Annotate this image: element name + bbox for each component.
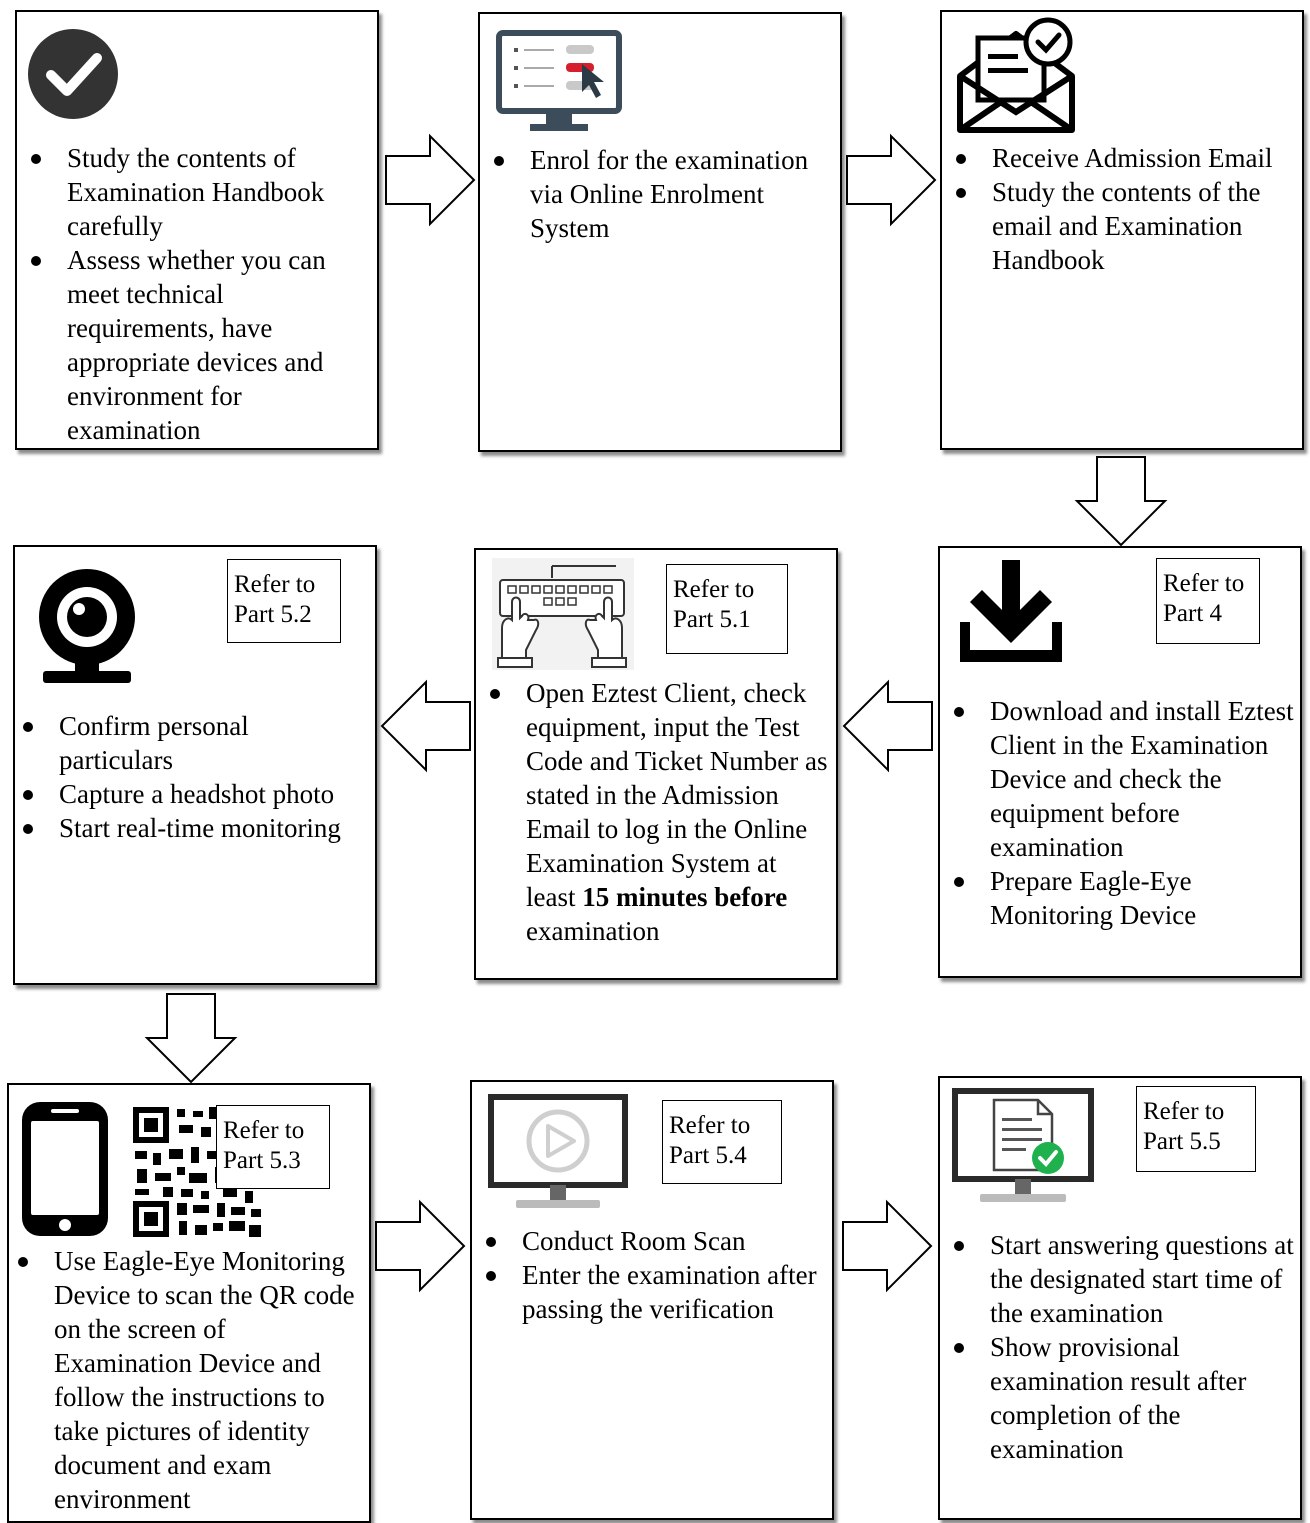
list-item: Start real-time monitoring (9, 811, 369, 845)
arrow-left-1 (842, 679, 933, 773)
step-9-list: Start answering questions at the designa… (940, 1228, 1300, 1466)
list-item: Confirm personal particulars (9, 709, 369, 777)
smartphone-icon (22, 1102, 108, 1236)
step-5-list: Open Eztest Client, check equipment, inp… (476, 676, 831, 948)
list-item: Study the contents of the email and Exam… (942, 175, 1302, 277)
check-circle-icon (28, 29, 118, 119)
item-emphasis: 15 minutes before (582, 882, 788, 912)
arrow-left-2 (380, 679, 471, 773)
step-8-list: Conduct Room Scan Enter the examination … (472, 1224, 827, 1326)
step-6-box: Refer to Part 5.2 Confirm personal parti… (13, 545, 377, 985)
step-3-box: Receive Admission Email Study the conten… (940, 10, 1304, 450)
list-item: Conduct Room Scan (472, 1224, 827, 1258)
list-item: Enrol for the examination via Online Enr… (480, 143, 835, 245)
step-8-box: Refer to Part 5.4 Conduct Room Scan Ente… (470, 1080, 834, 1520)
step-1-box: Study the contents of Examination Handbo… (15, 10, 379, 450)
list-item: Prepare Eagle-Eye Monitoring Device (940, 864, 1300, 932)
webcam-icon (39, 569, 135, 683)
step-7-box: Refer to Part 5.3 Use Eagle-Eye Monitori… (7, 1083, 371, 1523)
reference-label: Refer to Part 5.2 (227, 559, 341, 643)
monitor-form-click-icon (496, 30, 622, 131)
list-item: Show provisional examination result afte… (940, 1330, 1300, 1466)
arrow-right-1 (385, 133, 476, 227)
arrow-down-2 (144, 993, 238, 1084)
step-5-box: Refer to Part 5.1 Open Eztest Client, ch… (474, 548, 838, 980)
list-item: Start answering questions at the designa… (940, 1228, 1300, 1330)
step-7-list: Use Eagle-Eye Monitoring Device to scan … (4, 1244, 369, 1516)
step-2-list: Enrol for the examination via Online Enr… (480, 143, 835, 245)
list-item: Study the contents of Examination Handbo… (17, 141, 372, 243)
list-item: Enter the examination after passing the … (472, 1258, 827, 1326)
email-check-icon (957, 17, 1075, 133)
step-4-box: Refer to Part 4 Download and install Ezt… (938, 546, 1302, 978)
step-1-list: Study the contents of Examination Handbo… (17, 141, 372, 447)
step-2-box: Enrol for the examination via Online Enr… (478, 12, 842, 452)
arrow-right-4 (842, 1199, 933, 1293)
list-item: Download and install Eztest Client in th… (940, 694, 1300, 864)
reference-label: Refer to Part 5.3 (216, 1105, 330, 1189)
list-item: Open Eztest Client, check equipment, inp… (476, 676, 831, 948)
reference-label: Refer to Part 4 (1156, 558, 1260, 644)
monitor-play-icon (488, 1094, 628, 1208)
download-icon (960, 560, 1062, 662)
step-9-box: Refer to Part 5.5 Start answering questi… (938, 1076, 1302, 1520)
list-item: Receive Admission Email (942, 141, 1302, 175)
arrow-right-2 (846, 133, 937, 227)
reference-label: Refer to Part 5.1 (666, 564, 788, 654)
list-item: Use Eagle-Eye Monitoring Device to scan … (4, 1244, 369, 1516)
item-text: Open Eztest Client, check equipment, inp… (526, 678, 828, 912)
reference-label: Refer to Part 5.5 (1136, 1086, 1256, 1172)
step-4-list: Download and install Eztest Client in th… (940, 694, 1300, 932)
item-text-tail: examination (526, 916, 660, 946)
reference-label: Refer to Part 5.4 (662, 1100, 782, 1184)
step-6-list: Confirm personal particulars Capture a h… (9, 709, 369, 845)
step-3-list: Receive Admission Email Study the conten… (942, 141, 1302, 277)
list-item: Capture a headshot photo (9, 777, 369, 811)
arrow-right-3 (375, 1199, 466, 1293)
list-item: Assess whether you can meet technical re… (17, 243, 372, 447)
monitor-document-check-icon (952, 1088, 1094, 1202)
arrow-down-1 (1074, 456, 1168, 547)
keyboard-hands-icon (492, 558, 634, 670)
